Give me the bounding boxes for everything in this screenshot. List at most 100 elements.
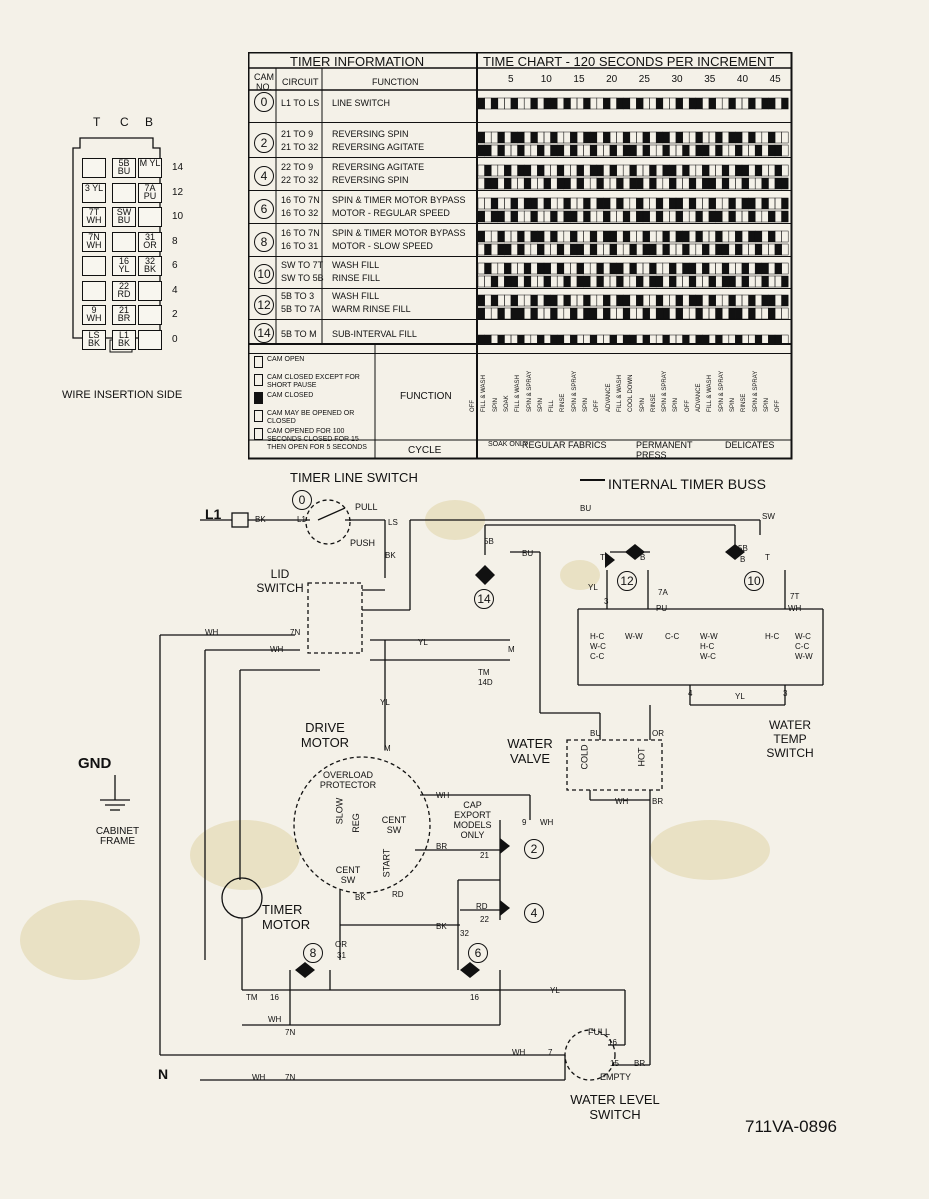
- cam-timing-cell: [490, 144, 499, 157]
- cam-timing-cell: [603, 164, 611, 177]
- cam-timing-cell: [669, 97, 677, 110]
- cam-number-badge: 10: [254, 264, 274, 284]
- cam-timing-cell: [563, 97, 571, 110]
- connector-cell: 16 YL: [112, 256, 136, 276]
- cam-timing-cell: [768, 177, 776, 190]
- cam-timing-cell: [556, 307, 565, 320]
- step-label: COOL DOWN: [628, 374, 635, 412]
- wire-label: WH: [268, 1015, 282, 1024]
- cam-timing-row: [478, 243, 789, 256]
- wire-label: YL: [550, 986, 560, 995]
- cam-timing-cell: [504, 243, 512, 256]
- cam-row-divider: [248, 122, 792, 123]
- cam-timing-cell: [748, 307, 756, 320]
- part-number: 711VA-0896: [745, 1117, 837, 1136]
- wire-label: 3: [783, 689, 788, 698]
- cam-timing-cell: [761, 177, 769, 190]
- cam-timing-cell: [761, 164, 769, 177]
- cam-timing-cell: [570, 262, 578, 275]
- time-tick-label: 5: [508, 74, 514, 85]
- cam-timing-cell: [478, 144, 485, 157]
- cam-timing-cell: [629, 210, 637, 223]
- cam-timing-cell: [721, 177, 730, 190]
- hot-label: HOT: [636, 747, 647, 767]
- cam-timing-cell: [556, 97, 565, 110]
- cam-timing-cell: [774, 275, 782, 288]
- connector-col-c: C: [120, 115, 129, 129]
- wire-label: T: [765, 553, 770, 562]
- cam-timing-cell: [497, 243, 505, 256]
- cam-timing-cell: [662, 275, 670, 288]
- time-tick-label: 10: [540, 74, 552, 85]
- cam-timing-cell: [649, 144, 657, 157]
- cam-timing-cell: [556, 210, 565, 223]
- cam-timing-cell: [768, 230, 776, 243]
- cam-timing-cell: [570, 243, 578, 256]
- cam-timing-cell: [563, 294, 571, 307]
- wire-label: WH: [436, 791, 450, 800]
- cam-timing-cell: [478, 131, 485, 144]
- cam-timing-cell: [504, 307, 512, 320]
- cam-timing-cell: [510, 144, 518, 157]
- cam-timing-cell: [596, 177, 604, 190]
- wire-label: 9: [522, 818, 527, 827]
- cam-timing-cell: [622, 262, 631, 275]
- cam-timing-cell: [523, 177, 532, 190]
- cam-timing-cell: [675, 197, 683, 210]
- cam-timing-cell: [576, 243, 584, 256]
- cam-timing-cell: [583, 262, 591, 275]
- cam-timing-cell: [550, 334, 558, 345]
- cam-timing-cell: [589, 144, 598, 157]
- connector-cell: 5B BU: [112, 158, 136, 178]
- cam-timing-cell: [688, 275, 697, 288]
- cam-timing-cell: [708, 197, 716, 210]
- water-level-switch-label: WATER LEVEL SWITCH: [570, 1092, 660, 1122]
- pull-label: PULL: [355, 502, 378, 512]
- cam-timing-cell: [484, 294, 492, 307]
- cam-timing-cell: [517, 334, 525, 345]
- cam-timing-cell: [642, 164, 650, 177]
- cam-timing-cell: [774, 164, 782, 177]
- cam-timing-cell: [490, 243, 499, 256]
- cam-8-symbol: 8: [303, 943, 323, 963]
- footer-function-label: FUNCTION: [400, 391, 452, 402]
- n-label: N: [158, 1066, 169, 1082]
- cam-timing-cell: [484, 307, 492, 320]
- cam-timing-cell: [490, 307, 499, 320]
- cam-timing-cell: [570, 197, 578, 210]
- cam-timing-cell: [616, 97, 624, 110]
- cam-timing-cell: [741, 334, 749, 345]
- cam-timing-cell: [504, 177, 512, 190]
- cam-timing-cell: [484, 334, 492, 345]
- cam-closed-icon: [254, 392, 263, 404]
- cam-timing-cell: [543, 243, 551, 256]
- cam-timing-cell: [682, 334, 690, 345]
- cam-timing-cell: [688, 230, 697, 243]
- cam-timing-cell: [629, 230, 637, 243]
- cam-timing-cell: [478, 164, 485, 177]
- cam-timing-cell: [510, 177, 518, 190]
- cam-row-divider: [248, 288, 792, 289]
- cam-timing-cell: [754, 275, 763, 288]
- cam-timing-cell: [728, 262, 736, 275]
- cam-timing-cell: [622, 97, 631, 110]
- time-tick-label: 35: [704, 74, 716, 85]
- cam-function: WASH FILL: [332, 291, 380, 301]
- step-label: FILL: [549, 399, 556, 412]
- cam-timing-cell: [675, 243, 683, 256]
- cam-timing-cell: [570, 144, 578, 157]
- cam-row-divider: [248, 157, 792, 158]
- cam-timing-cell: [682, 243, 690, 256]
- cam-timing-cell: [741, 97, 749, 110]
- cam-timing-cell: [537, 230, 545, 243]
- cam-timing-cell: [550, 275, 558, 288]
- step-label: FILL & WASH: [707, 375, 714, 412]
- cam-timing-cell: [708, 334, 716, 345]
- cam-timing-cell: [688, 243, 697, 256]
- cam-timing-cell: [583, 197, 591, 210]
- cam-circuit: 5B TO 3: [281, 291, 315, 301]
- wire-label: M: [384, 744, 391, 753]
- cam-timing-cell: [543, 230, 551, 243]
- time-tick-label: 45: [769, 74, 781, 85]
- cam-timing-cell: [616, 230, 624, 243]
